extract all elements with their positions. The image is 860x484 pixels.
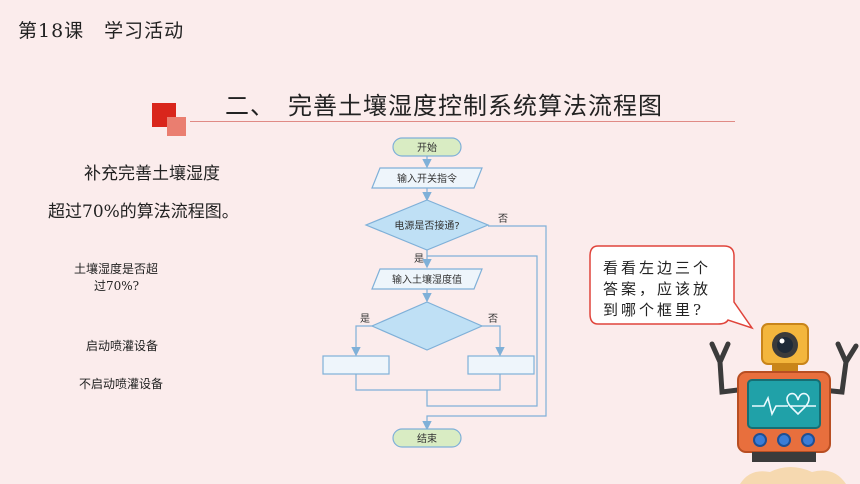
flow-blank-box-left[interactable]	[322, 355, 390, 375]
flow-input-switch-label: 输入开关指令	[397, 172, 457, 185]
flow-decision-yes-label: 是	[360, 313, 370, 325]
speech-bubble	[589, 245, 754, 330]
robot-left-arm	[709, 341, 741, 395]
section-heading: 二、 完善土壤湿度控制系统算法流程图	[225, 92, 663, 120]
option-no-irrigation[interactable]: 不启动喷灌设备	[79, 377, 164, 391]
speech-line-2: 答案，应该放	[603, 280, 712, 298]
instruction-line-2: 超过70%的算法流程图。	[48, 202, 239, 222]
decor-square-pink	[167, 117, 186, 136]
robot-button-2	[777, 433, 791, 447]
flow-blank-box-right[interactable]	[467, 355, 535, 375]
robot-illustration	[709, 323, 859, 484]
flow-input-humidity-label: 输入土壤湿度值	[392, 273, 462, 286]
flowchart: 开始 输入开关指令 电源是否接通? 否 是 输入土壤湿度值 是 否 结束	[322, 137, 547, 448]
speech-bubble-text: 看看左边三个 答案，应该放 到哪个框里?	[603, 258, 733, 321]
flow-start-terminal	[392, 137, 462, 157]
flow-start-label: 开始	[417, 141, 437, 154]
option-humidity-check-line1[interactable]: 土壤湿度是否超	[74, 262, 159, 276]
instruction-line-1: 补充完善土壤湿度	[84, 164, 220, 184]
robot-button-3	[801, 433, 815, 447]
speech-line-3: 到哪个框里?	[603, 301, 705, 319]
lesson-title: 第18课 学习活动	[18, 20, 185, 42]
robot-screen	[747, 379, 821, 429]
flow-decision-no-label: 否	[488, 313, 498, 325]
flow-power-no-label: 否	[498, 213, 508, 225]
option-start-irrigation[interactable]: 启动喷灌设备	[86, 339, 159, 353]
flow-input-switch	[371, 167, 483, 189]
option-humidity-check-line2[interactable]: 过70%?	[94, 279, 140, 293]
flow-power-decision-label: 电源是否接通?	[394, 219, 459, 232]
robot-heartbeat-line	[752, 392, 816, 417]
flow-input-humidity	[371, 268, 483, 290]
flow-blank-decision[interactable]	[370, 301, 484, 351]
speech-line-1: 看看左边三个	[603, 259, 712, 277]
flow-power-decision	[364, 199, 490, 251]
flow-end-label: 结束	[417, 432, 437, 445]
heading-divider	[190, 121, 735, 122]
robot-button-1	[753, 433, 767, 447]
flow-power-yes-label: 是	[414, 253, 424, 265]
flow-end-terminal	[392, 428, 462, 448]
